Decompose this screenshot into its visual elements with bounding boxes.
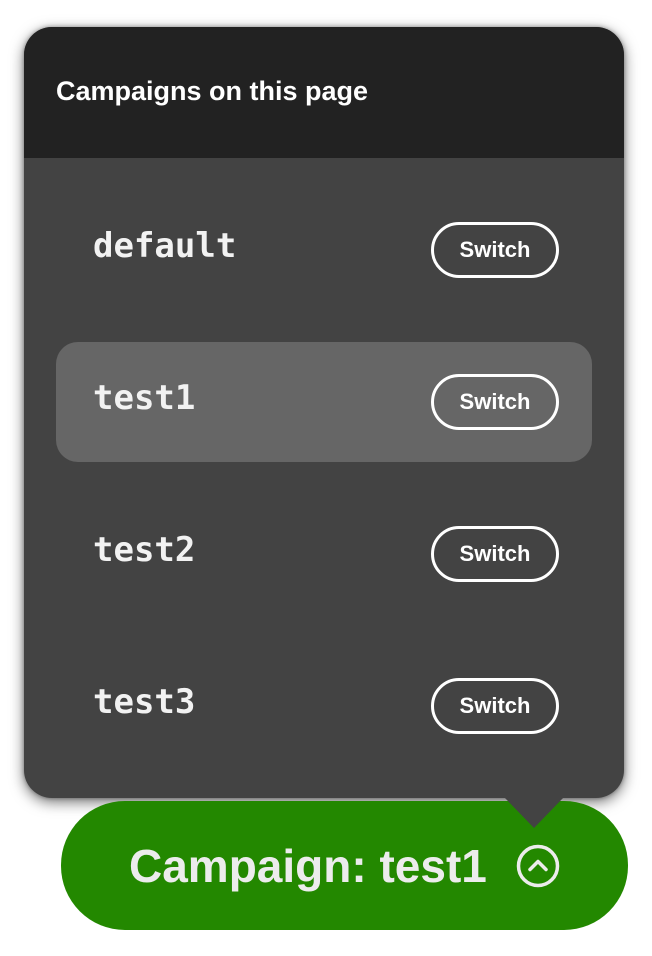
campaign-row-test2[interactable]: test2 Switch bbox=[56, 494, 592, 614]
campaign-name: test3 bbox=[93, 682, 196, 722]
chevron-up-circle-icon bbox=[516, 844, 560, 888]
switch-button[interactable]: Switch bbox=[431, 374, 559, 430]
campaign-list: default Switch test1 Switch test2 Switch… bbox=[56, 190, 592, 798]
switch-button[interactable]: Switch bbox=[431, 678, 559, 734]
switch-button[interactable]: Switch bbox=[431, 222, 559, 278]
popup-header: Campaigns on this page bbox=[24, 27, 624, 158]
campaign-name: default bbox=[93, 226, 237, 266]
campaign-row-test3[interactable]: test3 Switch bbox=[56, 646, 592, 766]
campaign-name: test1 bbox=[93, 378, 196, 418]
campaign-name: test2 bbox=[93, 530, 196, 570]
popup-title: Campaigns on this page bbox=[56, 76, 369, 106]
current-campaign-label: Campaign: test1 bbox=[129, 840, 487, 892]
popup-pointer bbox=[504, 797, 564, 828]
campaign-row-default[interactable]: default Switch bbox=[56, 190, 592, 310]
switch-button[interactable]: Switch bbox=[431, 526, 559, 582]
campaign-popup: Campaigns on this page default Switch te… bbox=[24, 27, 624, 798]
campaign-row-test1[interactable]: test1 Switch bbox=[56, 342, 592, 462]
